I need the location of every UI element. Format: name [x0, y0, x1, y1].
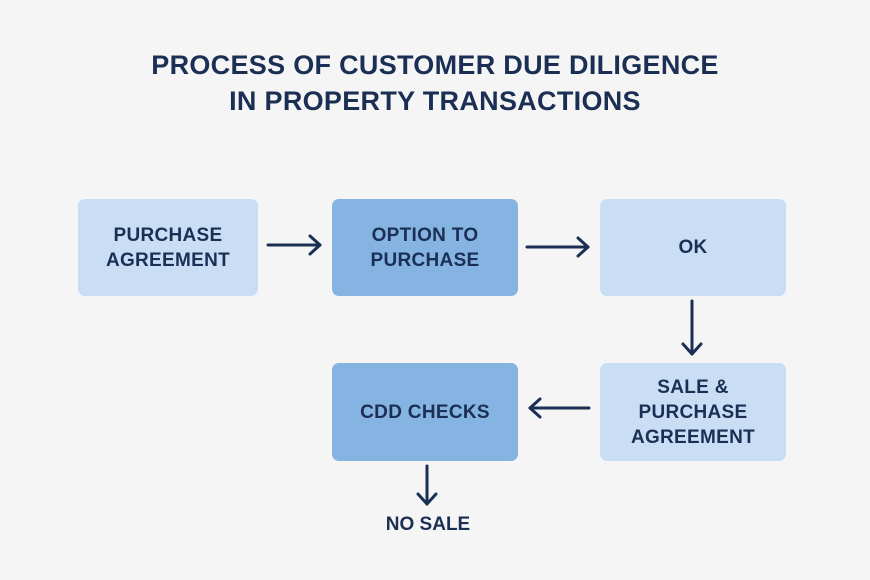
node-option-to-purchase: OPTION TO PURCHASE	[332, 199, 518, 296]
title-line-1: PROCESS OF CUSTOMER DUE DILIGENCE	[151, 50, 719, 80]
node-purchase-agreement: PURCHASE AGREEMENT	[78, 199, 258, 296]
node-no-sale: NO SALE	[385, 514, 471, 535]
node-label: CDD CHECKS	[360, 401, 490, 423]
node-ok: OK	[600, 199, 786, 296]
node-label: AGREEMENT	[630, 426, 756, 448]
arrow-down-icon	[416, 464, 438, 506]
node-label: SALE &	[657, 376, 729, 398]
node-sale-purchase-agreement: SALE & PURCHASE AGREEMENT	[600, 363, 786, 461]
node-label: PURCHASE	[370, 249, 480, 271]
node-label: PURCHASE	[638, 401, 748, 423]
arrow-right-icon	[266, 234, 322, 256]
node-label: OK	[678, 237, 708, 258]
arrow-left-icon	[528, 397, 591, 419]
arrow-right-icon	[525, 236, 590, 258]
node-cdd-checks: CDD CHECKS	[332, 363, 518, 461]
title-line-2: IN PROPERTY TRANSACTIONS	[229, 86, 641, 116]
arrow-down-icon	[681, 299, 703, 356]
node-label: PURCHASE	[113, 224, 223, 246]
node-label: AGREEMENT	[105, 249, 231, 271]
node-label: OPTION TO	[371, 224, 479, 246]
